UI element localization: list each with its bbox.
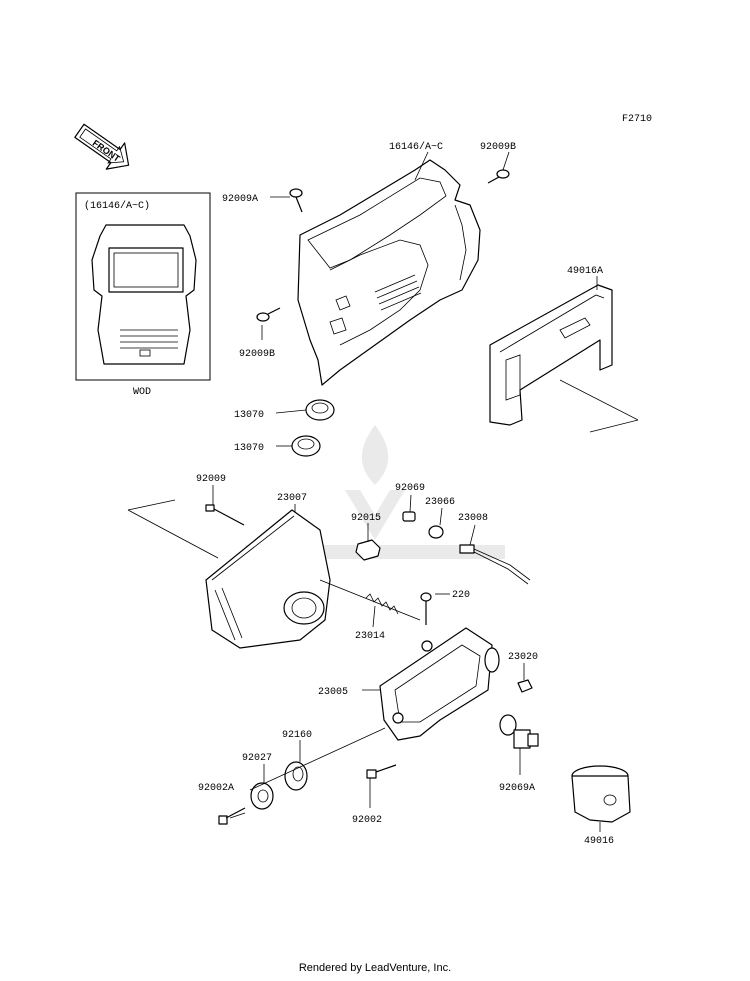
label-220: 220 — [452, 590, 470, 601]
wire-23008 — [459, 544, 531, 585]
bulb-92069A — [499, 714, 539, 749]
collar-92027 — [250, 782, 274, 810]
label-92015: 92015 — [351, 513, 381, 524]
label-92009: 92009 — [196, 474, 226, 485]
label-13070-b: 13070 — [234, 443, 264, 454]
footer-credit: Rendered by LeadVenture, Inc. — [298, 962, 452, 974]
inset-cowl-drawing — [91, 224, 197, 365]
label-23007: 23007 — [277, 493, 307, 504]
label-92009B-top: 92009B — [480, 142, 516, 153]
leader-lines — [212, 151, 601, 832]
bolt-92002A — [218, 807, 246, 825]
front-arrow-icon: FRONT — [74, 123, 130, 170]
label-49016A: 49016A — [567, 266, 603, 277]
screw-92009B-top — [487, 169, 510, 184]
bushing-92160 — [284, 761, 308, 791]
label-23014: 23014 — [355, 631, 385, 642]
screw-92009A — [289, 188, 303, 213]
headlight-cowl — [297, 159, 481, 386]
bolt-92009 — [205, 504, 245, 526]
inset-title: (16146/A~C) — [84, 200, 150, 212]
label-92160: 92160 — [282, 730, 312, 741]
dust-cover-49016 — [571, 765, 631, 823]
label-92069: 92069 — [395, 483, 425, 494]
spring-23014 — [365, 593, 399, 615]
bolt-92002 — [366, 764, 397, 779]
label-23066: 23066 — [425, 497, 455, 508]
plate-49016A — [489, 284, 639, 433]
nut-92015 — [355, 539, 381, 561]
label-92069A: 92069A — [499, 783, 535, 794]
label-23008: 23008 — [458, 513, 488, 524]
cap-23066 — [428, 525, 444, 539]
label-23005: 23005 — [318, 687, 348, 698]
inset-box: (16146/A~C) WOD — [75, 192, 211, 398]
label-23020: 23020 — [508, 652, 538, 663]
label-92027: 92027 — [242, 753, 272, 764]
bracket-23005 — [379, 627, 500, 741]
label-92002: 92002 — [352, 815, 382, 826]
label-13070-a: 13070 — [234, 410, 264, 421]
label-92009B-left: 92009B — [239, 349, 275, 360]
grommet-13070-b — [291, 435, 321, 457]
label-49016: 49016 — [584, 836, 614, 847]
label-92002A: 92002A — [198, 783, 234, 794]
inset-caption: WOD — [133, 387, 151, 398]
grommet-13070-a — [305, 399, 335, 421]
screw-92009B-left — [256, 307, 281, 322]
figure-code: F2710 — [622, 114, 652, 125]
nut-23020 — [517, 679, 533, 693]
label-16146: 16146/A~C — [389, 141, 443, 153]
label-92009A: 92009A — [222, 194, 258, 205]
screw-220 — [420, 592, 432, 625]
socket-92069 — [402, 511, 416, 522]
headlight-unit — [127, 499, 331, 649]
